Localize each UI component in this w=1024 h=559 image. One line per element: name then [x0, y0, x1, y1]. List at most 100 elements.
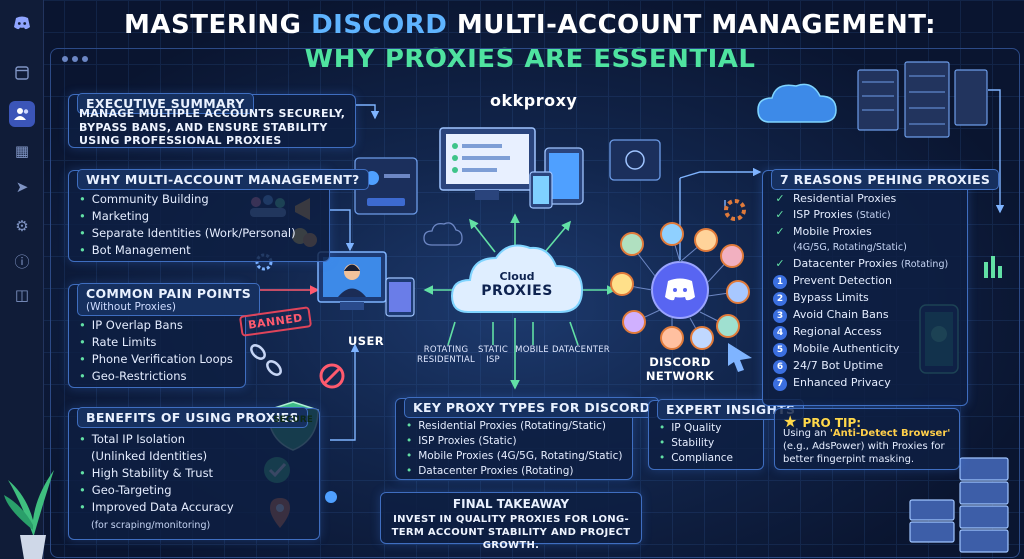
list-item: Residential Proxies (Rotating/Static)	[406, 419, 624, 434]
infographic-frame	[50, 48, 1020, 558]
list-item: Phone Verification Loops	[79, 351, 237, 368]
pro-tip-panel: ★ PRO TIP: Using an 'Anti-Detect Browser…	[774, 408, 960, 470]
discord-network-label: DISCORD NETWORK	[638, 355, 722, 383]
user-label: USER	[348, 334, 384, 348]
list-item: ✓Mobile Proxies(4G/5G, Rotating/Static)	[775, 225, 907, 253]
list-item: IP Quality	[659, 421, 755, 436]
gear-icon[interactable]: ⚙	[15, 217, 29, 235]
list-item: Geo-Targeting	[79, 482, 249, 499]
profile-window-art	[609, 139, 661, 181]
pain-points-subtitle: (Without Proxies)	[86, 301, 176, 313]
final-takeaway-text: INVEST IN QUALITY PROXIES FOR LONG-TERM …	[391, 514, 631, 551]
brand-logo: okkproxy	[490, 91, 578, 110]
server-racks-art	[857, 61, 988, 138]
list-item: ✓Residential Proxies	[775, 192, 897, 205]
pro-tip-highlight: 'Anti-Detect Browser'	[829, 428, 951, 439]
reason-check-label: ISP Proxies	[793, 208, 853, 221]
list-item: Datacenter Proxies (Rotating)	[406, 464, 624, 479]
final-takeaway-panel: FINAL TAKEAWAY INVEST IN QUALITY PROXIES…	[380, 492, 642, 551]
list-item: Stability	[659, 436, 755, 451]
puzzle-icon[interactable]: ▦	[14, 142, 30, 160]
list-item: Compliance	[659, 451, 755, 466]
benefit-main: Total IP Isolation	[91, 432, 185, 446]
app-sidebar: ▦ ➤ ⚙ ⓘ ◫	[0, 0, 44, 559]
why-multi-heading: WHY MULTI-ACCOUNT MANAGEMENT?	[77, 169, 369, 190]
reasons-heading: 7 REASONS PEHING PROXIES	[771, 169, 1000, 190]
info-icon[interactable]: ⓘ	[14, 252, 30, 271]
list-item: ISP Proxies (Static)	[406, 434, 624, 449]
list-item: Geo-Restrictions	[79, 368, 237, 385]
cloud-label: Cloud PROXIES	[452, 270, 582, 299]
list-item: Marketing	[79, 208, 219, 225]
plant-art	[4, 470, 54, 559]
pro-tip-heading: ★ PRO TIP:	[783, 412, 861, 431]
rocket-icon[interactable]: ➤	[15, 178, 29, 196]
pro-tip-title: PRO TIP:	[802, 416, 862, 430]
reason-check-sub: (Rotating)	[900, 259, 949, 270]
reason-label: 24/7 Bot Uptime	[793, 359, 884, 372]
list-item: IP Overlap Bans	[79, 317, 237, 334]
title-line1-accent: DISCORD	[311, 10, 448, 40]
reason-check-label: Residential Proxies	[793, 192, 897, 205]
pro-tip-text-a: Using an	[783, 428, 830, 439]
list-item: Bot Management	[79, 242, 219, 259]
list-item: Rate Limits	[79, 334, 237, 351]
pro-tip-text: Using an 'Anti-Detect Browser' (e.g., Ad…	[783, 427, 953, 466]
list-item: Total IP Isolation (Unlinked Identities)	[79, 431, 249, 465]
reason-label: Prevent Detection	[793, 274, 892, 287]
secure-badge-label: SECURE	[273, 415, 313, 425]
pain-points-title: COMMON PAIN POINTS	[86, 286, 252, 301]
proxy-label-datacenter: DATACENTER	[552, 345, 610, 355]
list-item: ✓Datacenter Proxies (Rotating)	[775, 257, 949, 270]
user-monitor-art	[317, 251, 415, 317]
title-line2: WHY PROXIES ARE ESSENTIAL	[304, 44, 756, 74]
server-stack-art	[909, 457, 1009, 553]
list-item: Community Building	[79, 191, 219, 208]
list-item: ✓ISP Proxies (Static)	[775, 208, 891, 221]
broken-chain-icon	[250, 344, 282, 376]
reason-check-sub: (4G/5G, Rotating/Static)	[793, 242, 907, 253]
reason-label: Bypass Limits	[793, 291, 869, 304]
benefits-panel: BENEFITS OF USING PROXIES Total IP Isola…	[68, 407, 320, 540]
page-title: MASTERING DISCORD MULTI-ACCOUNT MANAGEME…	[60, 8, 1000, 76]
cloud-label-main: PROXIES	[481, 283, 553, 299]
benefits-heading: BENEFITS OF USING PROXIES	[77, 407, 308, 428]
reason-label: Mobile Authenticity	[793, 342, 900, 355]
small-phone-icon	[325, 491, 337, 503]
reason-label: Enhanced Privacy	[793, 376, 891, 389]
pro-tip-text-b: (e.g., AdsPower) with Proxies for better…	[783, 441, 945, 465]
executive-summary-heading: EXECUTIVE SUMMARY	[77, 93, 254, 114]
list-item: High Stability & Trust	[79, 465, 249, 482]
pain-points-panel: COMMON PAIN POINTS(Without Proxies) IP O…	[68, 283, 261, 388]
window-icon[interactable]	[9, 60, 35, 86]
network-label-line2: NETWORK	[645, 369, 715, 383]
cloud-outline-icon	[423, 222, 463, 246]
users-icon[interactable]	[9, 101, 35, 127]
benefit-main: High Stability & Trust	[91, 466, 214, 480]
list-item: Mobile Proxies (4G/5G, Rotating/Static)	[406, 449, 624, 464]
final-takeaway-heading: FINAL TAKEAWAY	[452, 497, 570, 511]
proxy-label-static: STATIC ISP	[478, 345, 508, 365]
cloud-shape	[450, 244, 584, 313]
cloud-label-top: Cloud	[499, 270, 535, 283]
cursor-icon	[728, 343, 752, 372]
layout-icon[interactable]: ◫	[14, 286, 30, 304]
discord-icon[interactable]	[9, 10, 35, 36]
network-label-line1: DISCORD	[649, 355, 711, 369]
why-multi-panel: WHY MULTI-ACCOUNT MANAGEMENT? Community …	[68, 169, 369, 262]
signal-bars-art	[984, 256, 1002, 278]
gear-decor-icon	[724, 199, 746, 221]
proxy-label-mobile: MOBILE	[515, 345, 549, 355]
reason-check-label: Mobile Proxies	[793, 225, 872, 238]
title-line1-part2: MULTI-ACCOUNT MANAGEMENT:	[447, 10, 936, 40]
key-types-panel: KEY PROXY TYPES FOR DISCORD Residential …	[395, 397, 660, 480]
reason-check-label: Datacenter Proxies	[793, 257, 898, 270]
benefit-sub: (Unlinked Identities)	[91, 449, 208, 463]
